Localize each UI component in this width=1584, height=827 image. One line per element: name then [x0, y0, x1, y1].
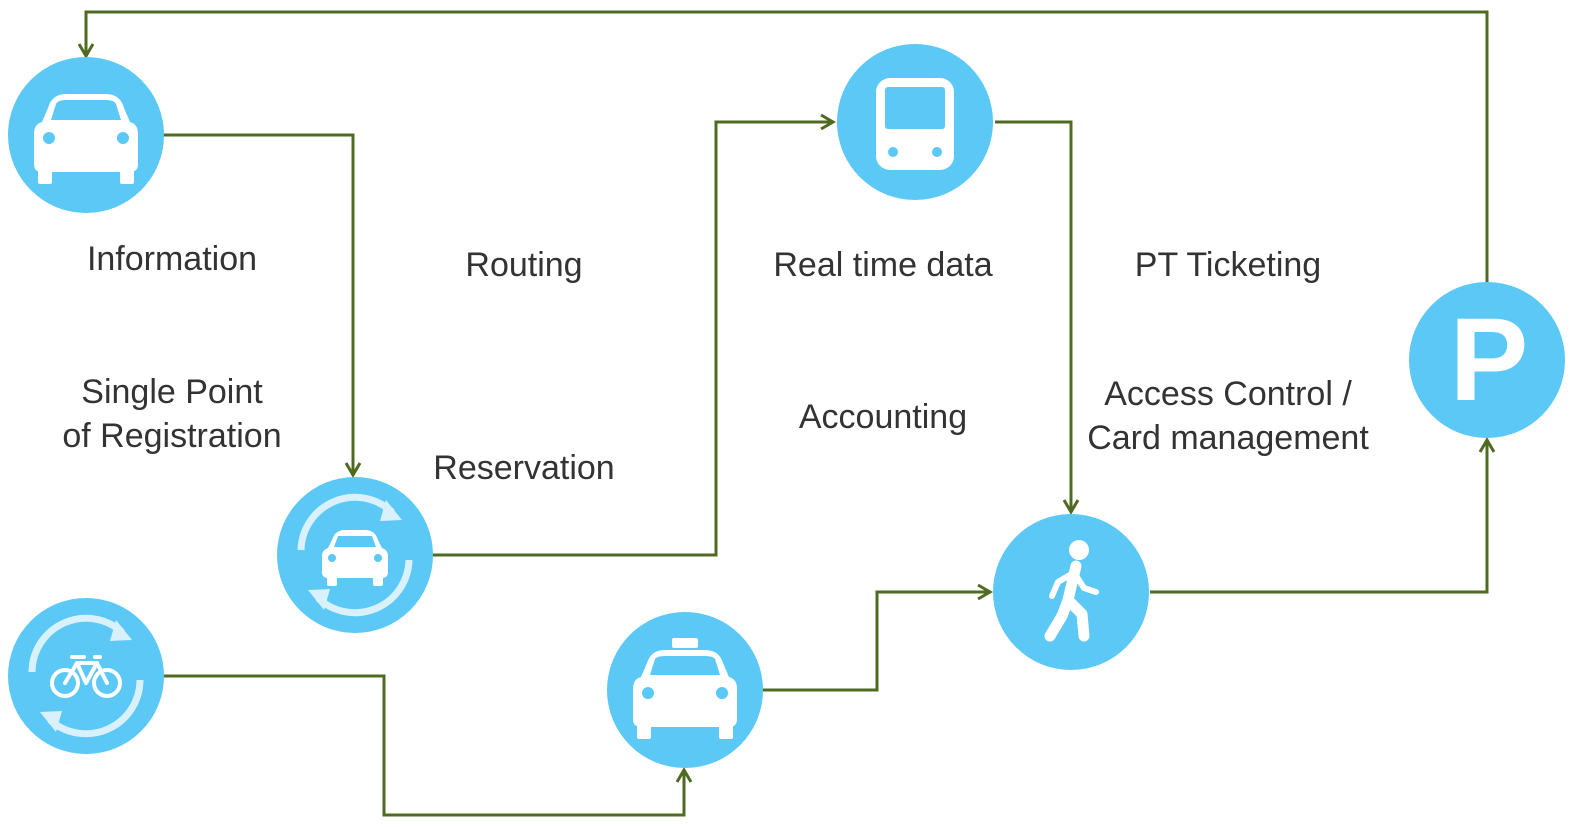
parking-icon: P [1450, 294, 1529, 426]
taxi-icon [633, 638, 737, 739]
car-node [8, 57, 164, 213]
walking-node [993, 514, 1149, 670]
connector-taxi-to-walking [763, 583, 993, 692]
pedestrian-icon [1044, 540, 1099, 642]
label-information: Information [86, 240, 258, 278]
label-real-time-data: Real time data [773, 246, 993, 284]
connector-bike-to-taxi [163, 674, 693, 817]
label-accounting: Accounting [798, 398, 968, 436]
connector-bus-to-walking [995, 120, 1080, 515]
bus-icon [876, 78, 954, 170]
label-single-point-of-registration: Single Point of Registration [62, 373, 282, 455]
taxi-node [607, 612, 763, 768]
connector-car-to-car-sharing [163, 133, 362, 478]
car-sharing-icon [297, 493, 413, 617]
bike-sharing-icon [28, 614, 144, 738]
car-sharing-node [277, 477, 433, 633]
label-pt-ticketing: PT Ticketing [1134, 246, 1322, 284]
label-access-control-card-management: Access Control / Card management [1087, 375, 1369, 457]
label-reservation: Reservation [433, 449, 615, 487]
label-routing: Routing [465, 246, 583, 284]
connector-walking-to-parking [1150, 437, 1496, 594]
bike-sharing-node [8, 598, 164, 754]
connector-parking-to-car [77, 10, 1489, 283]
bus-node [837, 44, 993, 200]
parking-node: P [1409, 282, 1565, 438]
connector-car-sharing-to-bus [432, 113, 836, 557]
car-icon [34, 94, 138, 184]
